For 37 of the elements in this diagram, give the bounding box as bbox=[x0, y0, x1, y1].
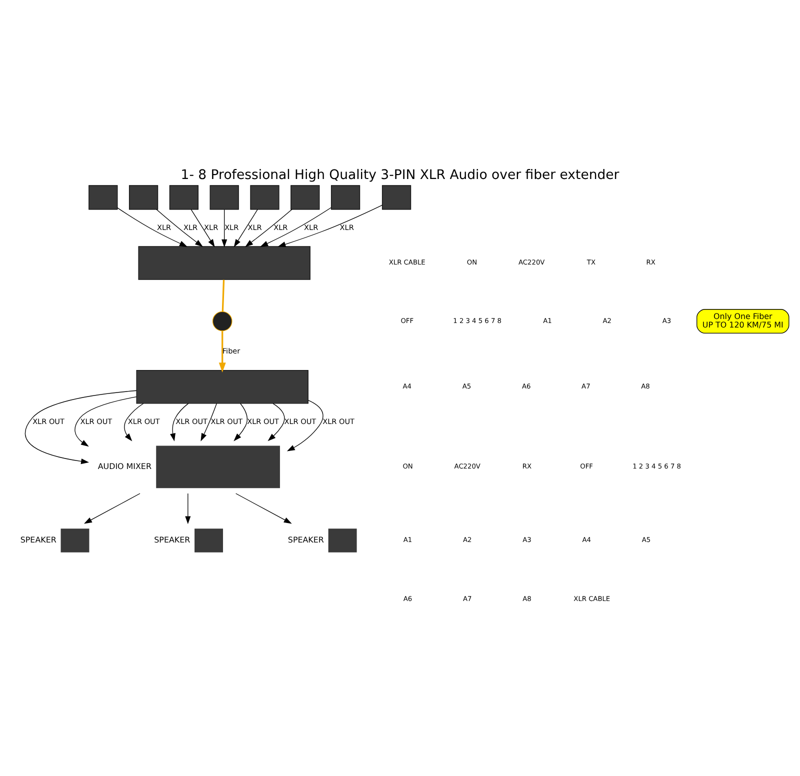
node-box bbox=[156, 445, 280, 488]
arrow bbox=[24, 390, 137, 464]
arrow bbox=[74, 396, 137, 446]
arrow bbox=[260, 206, 332, 246]
arrow bbox=[286, 399, 324, 451]
connector bbox=[222, 279, 225, 312]
arrow bbox=[200, 402, 217, 441]
arrow bbox=[190, 208, 215, 247]
node-box bbox=[60, 528, 90, 552]
node-box bbox=[88, 184, 118, 210]
arrow bbox=[222, 208, 228, 247]
arrow bbox=[234, 208, 258, 247]
arrow bbox=[218, 330, 226, 372]
node-box bbox=[250, 184, 280, 210]
node-box bbox=[290, 184, 320, 210]
node-box bbox=[194, 528, 223, 552]
node-box bbox=[169, 184, 198, 210]
arrow bbox=[170, 402, 189, 441]
node-box bbox=[328, 528, 357, 552]
arrow bbox=[156, 208, 203, 246]
node-box bbox=[382, 184, 412, 210]
arrow bbox=[234, 402, 248, 441]
arrow bbox=[236, 492, 292, 524]
node-box bbox=[136, 369, 308, 404]
arrow bbox=[278, 204, 383, 246]
arrow bbox=[245, 208, 292, 247]
node-circle bbox=[212, 310, 232, 331]
node-box bbox=[330, 184, 360, 210]
arrow bbox=[124, 402, 144, 441]
arrow bbox=[117, 207, 188, 246]
node-box bbox=[210, 184, 239, 210]
node-box bbox=[138, 246, 310, 280]
arrow bbox=[185, 492, 191, 524]
arrow bbox=[84, 492, 140, 524]
arrow bbox=[268, 402, 285, 441]
diagram-title: 1- 8 Professional High Quality 3-PIN XLR Audio over fiber extender bbox=[180, 167, 620, 182]
node-box bbox=[128, 184, 158, 210]
